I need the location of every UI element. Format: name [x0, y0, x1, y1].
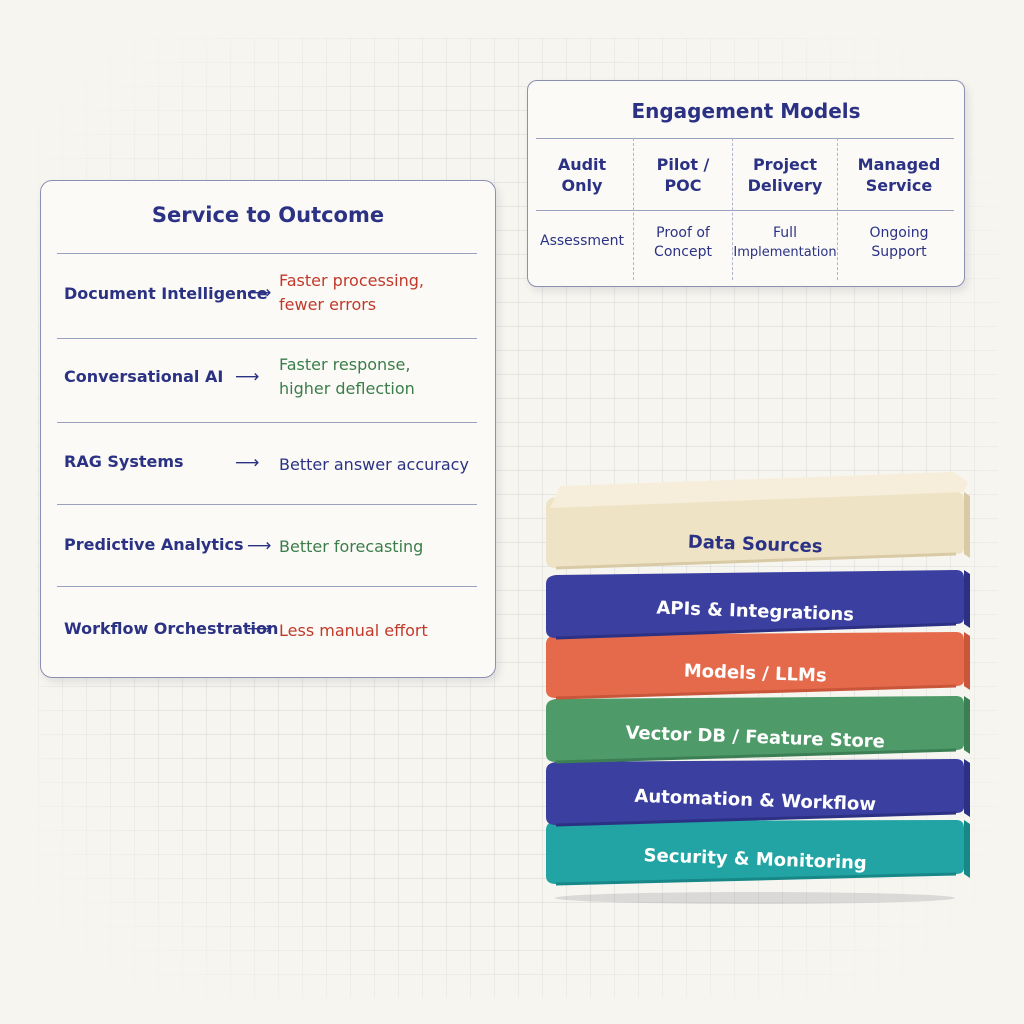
stack-layer-label: Data Sources: [688, 532, 823, 558]
outcome-line: Faster response,: [279, 355, 411, 374]
column-divider: [837, 138, 838, 280]
stack-layer: Automation & Workflow: [546, 759, 970, 827]
outcome-line: fewer errors: [279, 295, 377, 314]
divider: [57, 422, 477, 423]
stack-layer: Data Sources: [546, 472, 970, 570]
stack-layer-top: [550, 472, 968, 508]
desc-line: Concept: [654, 244, 712, 260]
stack-layer-side: [964, 820, 970, 878]
outcome-row: Document Intelligence ⟶ Faster processin…: [41, 269, 497, 329]
divider: [536, 138, 954, 139]
column-divider: [633, 138, 634, 280]
stack-layer-face: [546, 570, 964, 638]
arrow-right-icon: ⟶: [235, 367, 260, 387]
desc-line: Full: [773, 225, 797, 241]
divider: [536, 210, 954, 211]
head-line: Audit: [557, 155, 607, 174]
engagement-column-managed: Managed Service Ongoing Support: [838, 138, 960, 280]
stack-layer: Models / LLMs: [546, 632, 970, 700]
desc-line: Implementation: [733, 245, 837, 260]
column-head: Project Delivery: [733, 154, 837, 196]
divider: [57, 586, 477, 587]
engagement-column-project: Project Delivery Full Implementation: [733, 138, 837, 280]
stack-layer-face: [546, 696, 964, 762]
outcome-text: Faster processing, fewer errors: [279, 269, 489, 317]
stack-layer-edge: [555, 622, 957, 640]
engagement-models-title: Engagement Models: [631, 99, 861, 123]
outcome-text: Better forecasting: [279, 535, 489, 559]
outcome-text: Better answer accuracy: [279, 453, 489, 477]
outcome-line: Better answer accuracy: [279, 455, 469, 474]
divider: [57, 338, 477, 339]
engagement-column-pilot: Pilot / POC Proof of Concept: [634, 138, 732, 280]
stack-layer: APIs & Integrations: [546, 570, 970, 640]
divider: [57, 504, 477, 505]
head-line: Managed: [857, 155, 941, 174]
desc-line: Assessment: [540, 233, 624, 249]
arrow-right-icon: ⟶: [247, 619, 272, 639]
outcome-line: Better forecasting: [279, 537, 424, 556]
stack-layer-face: [546, 492, 964, 568]
stack-layer-label: Models / LLMs: [683, 661, 827, 687]
service-label: Workflow Orchestration: [64, 619, 279, 638]
head-line: Delivery: [747, 176, 823, 195]
head-line: Project: [752, 155, 818, 174]
outcome-text: Less manual effort: [279, 619, 489, 643]
outcome-line: higher deflection: [279, 379, 415, 398]
outcome-line: Less manual effort: [279, 621, 428, 640]
outcome-row: Predictive Analytics ⟶ Better forecastin…: [41, 519, 497, 579]
stack-layer-face: [546, 820, 964, 884]
stack-layer-side: [964, 570, 970, 628]
outcome-row: RAG Systems ⟶ Better answer accuracy: [41, 437, 497, 497]
service-label: RAG Systems: [64, 452, 184, 471]
stack-layer-edge: [555, 748, 957, 764]
arrow-right-icon: ⟶: [247, 283, 272, 303]
column-desc: Ongoing Support: [838, 224, 960, 262]
stack-layer: Vector DB / Feature Store: [546, 696, 970, 764]
stack-shadow: [555, 892, 955, 904]
stack-layer: Security & Monitoring: [546, 820, 970, 886]
column-desc: Proof of Concept: [634, 224, 732, 262]
stack-layer-side: [964, 759, 970, 817]
divider: [57, 253, 477, 254]
column-head: Pilot / POC: [634, 154, 732, 196]
arrow-right-icon: ⟶: [235, 453, 260, 473]
stack-layer-side: [964, 632, 970, 690]
outcome-line: Faster processing,: [279, 271, 424, 290]
head-line: Service: [865, 176, 933, 195]
stack-layer-edge: [555, 872, 957, 886]
column-head: Managed Service: [838, 154, 960, 196]
stack-layer-edge: [555, 684, 957, 700]
outcome-text: Faster response, higher deflection: [279, 353, 489, 401]
column-desc: Assessment: [532, 232, 632, 251]
head-line: POC: [664, 176, 702, 195]
outcome-row: Conversational AI ⟶ Faster response, hig…: [41, 353, 497, 413]
stack-layer-edge: [555, 552, 957, 570]
arrow-right-icon: ⟶: [247, 536, 272, 556]
engagement-models-card: Engagement Models Audit Only Assessment …: [527, 80, 965, 287]
stack-layer-side: [964, 696, 970, 754]
desc-line: Support: [871, 244, 927, 260]
head-line: Only: [561, 176, 603, 195]
service-outcome-card: Service to Outcome Document Intelligence…: [40, 180, 496, 678]
service-label: Conversational AI: [64, 367, 224, 386]
desc-line: Ongoing: [869, 225, 929, 241]
service-outcome-title: Service to Outcome: [151, 203, 385, 227]
column-desc: Full Implementation: [733, 224, 837, 262]
column-divider: [732, 138, 733, 280]
service-label: Document Intelligence: [64, 284, 268, 303]
desc-line: Proof of: [656, 225, 710, 241]
column-head: Audit Only: [532, 154, 632, 196]
outcome-row: Workflow Orchestration ⟶ Less manual eff…: [41, 603, 497, 663]
stack-layer-side: [964, 492, 970, 558]
service-label: Predictive Analytics: [64, 535, 244, 554]
engagement-column-audit: Audit Only Assessment: [532, 138, 632, 280]
stack-layer-edge: [555, 811, 957, 827]
stack-layer-face: [546, 759, 964, 825]
stack-layer-face: [546, 632, 964, 698]
head-line: Pilot /: [656, 155, 710, 174]
